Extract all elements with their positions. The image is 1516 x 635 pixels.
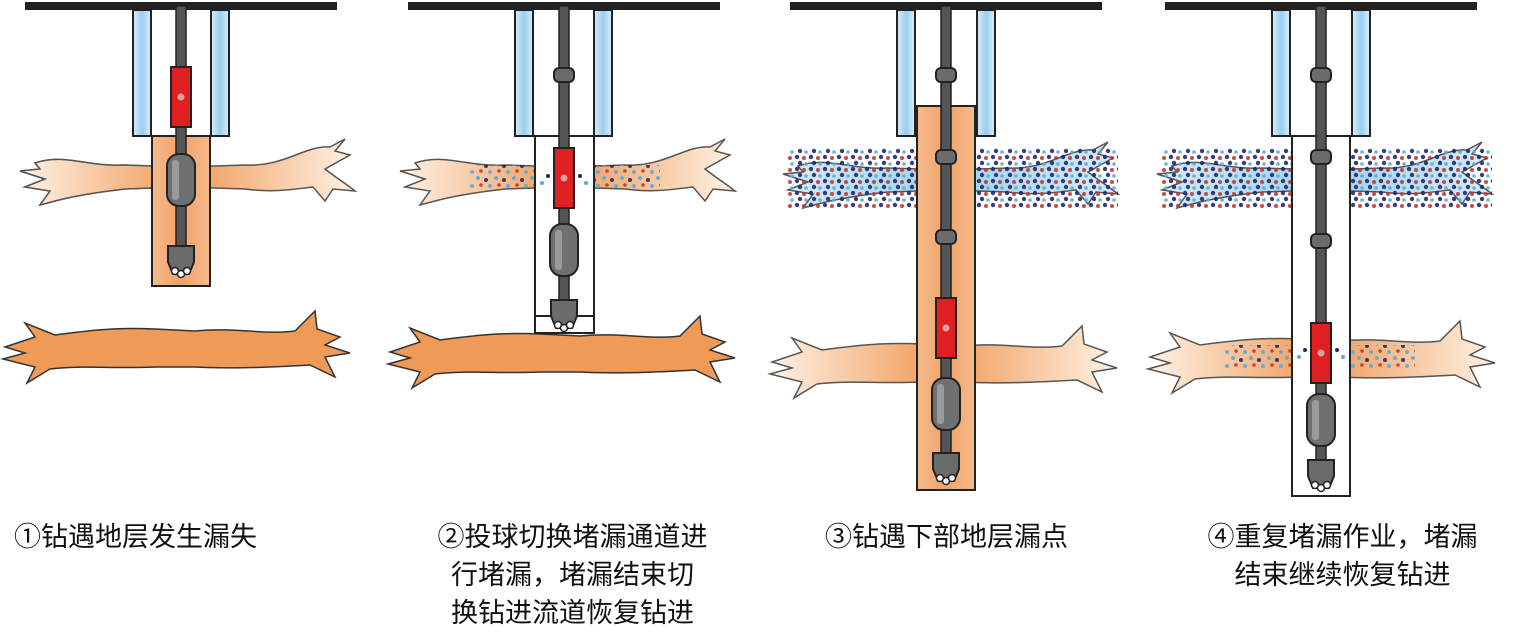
drill-pipe: [175, 5, 187, 257]
panel-3-lower-loss: [767, 2, 1121, 491]
red-bypass-tool: [1310, 322, 1332, 384]
caption-panel-3: ③钻遇下部地层漏点: [825, 522, 1068, 553]
pipe-joint: [935, 149, 957, 165]
pipe-joint: [1310, 67, 1332, 83]
casing-left: [1271, 9, 1291, 137]
caption-panel-4: ④重复堵漏作业，堵漏 结束继续恢复钻进: [1207, 522, 1478, 591]
red-bypass-tool: [935, 297, 957, 359]
casing-right: [210, 9, 230, 137]
drill-bit: [1307, 459, 1335, 493]
casing-right: [1351, 9, 1371, 137]
drill-bit: [167, 245, 195, 279]
casing-left: [896, 9, 916, 137]
drill-bit: [932, 452, 960, 486]
casing-left: [514, 9, 534, 137]
pipe-joint: [935, 229, 957, 245]
casing-left: [132, 9, 152, 137]
caption-panel-1: ①钻遇地层发生漏失: [14, 522, 257, 553]
pipe-joint: [1310, 233, 1332, 249]
downhole-motor: [549, 223, 579, 277]
panel-4-repeat-plugging: [1145, 2, 1496, 497]
casing-right: [593, 9, 613, 137]
pipe-joint: [553, 67, 575, 83]
caption-panel-2: ②投球切换堵漏通道进 行堵漏，堵漏结束切 换钻进流道恢复钻进: [437, 522, 708, 629]
downhole-motor: [931, 377, 961, 431]
red-bypass-tool: [553, 147, 575, 209]
pipe-joint: [1310, 149, 1332, 165]
lower-fracture: [2, 310, 351, 384]
lower-fracture-loss: [767, 324, 1118, 400]
downhole-motor: [1306, 393, 1336, 447]
panel-2-plugging: [387, 2, 738, 389]
downhole-motor: [166, 153, 196, 207]
panel-1-drilling-loss: [2, 2, 358, 384]
casing-right: [976, 9, 996, 137]
red-bypass-tool: [170, 66, 192, 128]
pipe-joint: [935, 67, 957, 83]
